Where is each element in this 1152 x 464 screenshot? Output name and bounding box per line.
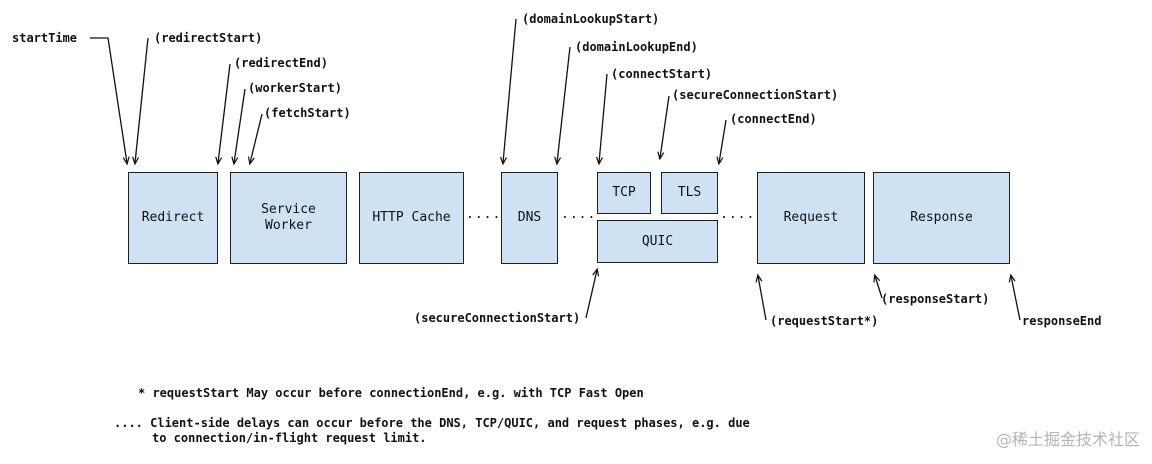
label-worker-start: (workerStart)	[248, 81, 342, 95]
quic-box: QUIC	[597, 220, 718, 263]
arrow-domain-lookup-start	[503, 18, 517, 163]
label-secure-connection-start-bottom: (secureConnectionStart)	[414, 311, 581, 325]
arrow-connect-start	[599, 73, 608, 163]
delay-dots-before-dns: ....	[466, 207, 502, 222]
request-box: Request	[757, 172, 865, 264]
label-connect-end: (connectEnd)	[730, 112, 817, 126]
label-request-start: (requestStart*)	[770, 314, 879, 328]
delay-dots-before-connection: ....	[561, 207, 597, 222]
label-response-start: (responseStart)	[881, 292, 990, 306]
arrow-domain-lookup-end	[557, 46, 571, 163]
footnote-request-start: * requestStart May occur before connecti…	[138, 386, 644, 400]
arrow-request-start	[758, 276, 767, 321]
label-secure-connection-start-top: (secureConnectionStart)	[672, 88, 839, 102]
response-box: Response	[873, 172, 1010, 264]
label-fetch-start: (fetchStart)	[264, 106, 351, 120]
arrow-connect-end	[719, 119, 727, 163]
footnote-client-delays: .... Client-side delays can occur before…	[114, 416, 750, 430]
label-start-time: startTime	[12, 31, 78, 45]
label-redirect-start: (redirectStart)	[154, 31, 263, 45]
service-worker-box: Service Worker	[230, 172, 347, 264]
arrow-response-end	[1011, 276, 1021, 321]
label-redirect-end: (redirectEnd)	[234, 56, 328, 70]
arrow-response-start	[875, 276, 883, 299]
arrow-fetch-start	[250, 113, 263, 163]
label-domain-lookup-end: (domainLookupEnd)	[575, 40, 698, 54]
dns-box: DNS	[501, 172, 558, 264]
delay-dots-before-request: ....	[720, 207, 756, 222]
label-response-end: responseEnd	[1022, 314, 1102, 328]
footnote-client-delays-cont: to connection/in-flight request limit.	[152, 431, 427, 445]
redirect-box: Redirect	[128, 172, 218, 264]
http-cache-box: HTTP Cache	[359, 172, 464, 264]
label-connect-start: (connectStart)	[611, 67, 713, 81]
arrow-start-time	[90, 37, 127, 163]
arrow-secure-connection-start-top	[660, 95, 670, 158]
arrow-redirect-start	[135, 37, 149, 163]
watermark: @稀土掘金技术社区	[995, 430, 1140, 449]
arrow-worker-start	[234, 88, 246, 163]
arrow-redirect-end	[218, 63, 231, 163]
tls-box: TLS	[661, 172, 718, 214]
label-domain-lookup-start: (domainLookupStart)	[522, 12, 660, 26]
arrow-secure-connection-start-bottom	[585, 270, 597, 319]
tcp-box: TCP	[597, 172, 651, 214]
